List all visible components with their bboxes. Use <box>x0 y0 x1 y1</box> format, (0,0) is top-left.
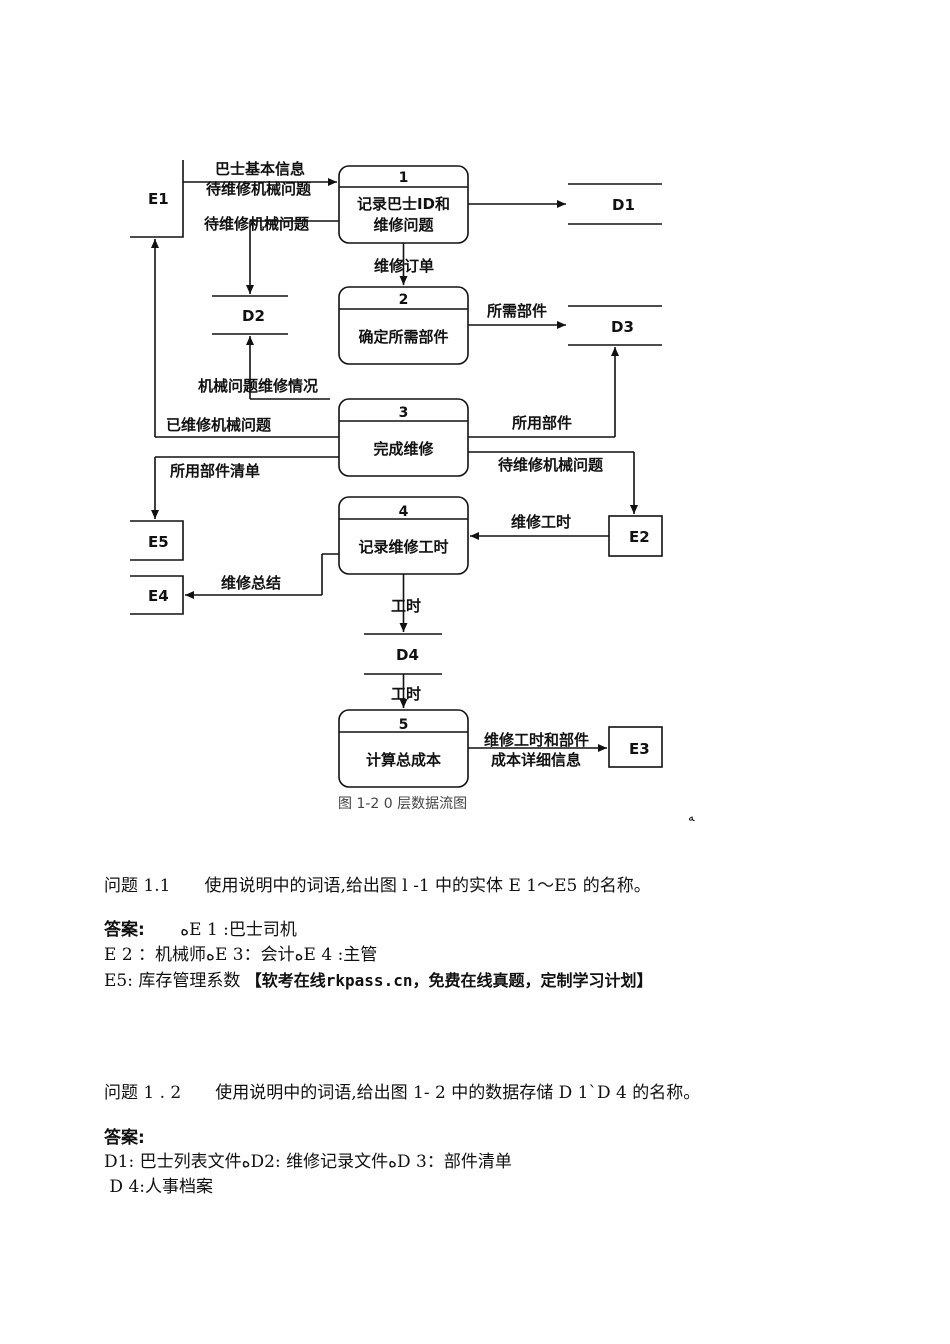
store-d1: D1 <box>568 183 662 225</box>
promo-banner: 【软考在线rkpass.cn，免费在线真题，定制学习计划】 <box>245 971 653 990</box>
entity-e4-label: E4 <box>148 587 169 605</box>
process-1-number: 1 <box>399 170 409 186</box>
flow-d4-to-p5: 工时 <box>391 674 421 708</box>
flow-label-needed-parts: 所需部件 <box>487 302 547 320</box>
store-d4: D4 <box>364 633 442 675</box>
flow-label-hours-and-parts: 维修工时和部件 <box>484 731 589 749</box>
process-4-label: 记录维修工时 <box>358 538 448 556</box>
flow-p3-to-e1: 已维修机械问题 <box>151 239 339 438</box>
flow-p1-to-p2: 维修订单 <box>374 243 434 285</box>
flow-label-bus-info: 巴士基本信息 <box>215 160 305 178</box>
process-2: 2 确定所需部件 <box>338 286 469 365</box>
store-d2-label: D2 <box>242 307 265 325</box>
answer-1-1-first-line: 答案: ﻩE 1 :巴士司机 <box>104 918 297 943</box>
answer-1-1-e1: ﻩE 1 :巴士司机 <box>180 920 297 940</box>
flow-p5-to-e3: 维修工时和部件 成本详细信息 <box>468 731 607 769</box>
flow-label-pending-issue-e2: 待维修机械问题 <box>498 456 604 474</box>
entity-e5: E5 <box>130 520 184 561</box>
question-1-1: 问题 1.1 使用说明中的词语,给出图 l -1 中的实体 E 1～E5 的名称… <box>104 876 651 896</box>
flow-label-hours-to-p5: 工时 <box>391 685 421 703</box>
flow-label-pending-issue: 待维修机械问题 <box>206 180 312 198</box>
process-3-label: 完成维修 <box>373 440 434 458</box>
flow-label-repair-status: 机械问题维修情况 <box>198 377 318 395</box>
entity-e3: E3 <box>608 726 663 768</box>
flow-p3-to-d2: 机械问题维修情况 <box>198 336 330 400</box>
process-3: 3 完成维修 <box>338 398 469 477</box>
answer-label: 答案: <box>104 920 145 940</box>
process-2-number: 2 <box>399 292 409 308</box>
store-d3-label: D3 <box>611 318 634 336</box>
flow-e1-to-p1: 巴士基本信息 待维修机械问题 <box>183 160 337 198</box>
flow-label-used-parts-list: 所用部件清单 <box>170 462 260 480</box>
answer-label: 答案: <box>104 1128 145 1148</box>
process-1-label-line2: 维修问题 <box>373 216 434 234</box>
flow-label-repaired-issue: 已维修机械问题 <box>166 416 272 434</box>
flow-p3-to-e5: 所用部件清单 <box>151 456 339 519</box>
process-5: 5 计算总成本 <box>338 709 469 788</box>
flow-label-cost-details: 成本详细信息 <box>491 751 581 769</box>
process-1: 1 记录巴士ID和 维修问题 <box>338 165 469 244</box>
answer-1-2-line1: D1: 巴士列表文件ﻩD2: 维修记录文件ﻩD 3：部件清单 <box>104 1152 512 1172</box>
answer-1-2-label-line: 答案: <box>104 1126 145 1151</box>
process-2-label: 确定所需部件 <box>358 328 448 346</box>
data-flow-diagram: E1 1 记录巴士ID和 维修问题 D1 D2 2 确定所需部件 D3 3 完成 <box>130 160 695 824</box>
process-5-number: 5 <box>399 717 409 733</box>
answer-1-2-line2: D 4:人事档案 <box>104 1177 213 1197</box>
flow-e2-to-p4: 维修工时 <box>470 513 609 540</box>
flow-label-hours-to-d4: 工时 <box>391 597 421 615</box>
flow-p4-to-d4: 工时 <box>391 574 421 632</box>
flow-label-repair-summary: 维修总结 <box>221 574 281 592</box>
process-5-label: 计算总成本 <box>366 751 441 769</box>
entity-e5-label: E5 <box>148 533 169 551</box>
process-4-number: 4 <box>399 504 409 520</box>
answer-1-1-line3: E5: 库存管理系数 【软考在线rkpass.cn，免费在线真题，定制学习计划】 <box>104 968 652 994</box>
answer-1-1-line2: E 2 ：机械师ﻩE 3：会计ﻩE 4 :主管 <box>104 945 378 965</box>
store-d2: D2 <box>212 295 288 335</box>
flow-p1-to-d2: 待维修机械问题 <box>204 215 339 294</box>
flow-p4-to-e4: 维修总结 <box>185 553 339 599</box>
flow-label-repair-hours: 维修工时 <box>511 513 571 531</box>
store-d1-label: D1 <box>612 196 635 214</box>
flow-label-used-parts: 所用部件 <box>512 414 572 432</box>
answer-1-1-e5: E5: 库存管理系数 <box>104 971 246 991</box>
stray-mark: ﻪ <box>688 810 695 824</box>
diagram-caption: 图 1-2 0 层数据流图 <box>338 796 467 812</box>
flow-p3-to-e2: 待维修机械问题 <box>468 451 638 514</box>
process-3-number: 3 <box>399 405 409 421</box>
question-1-2: 问题 1 . 2 使用说明中的词语,给出图 1- 2 中的数据存储 D 1`D … <box>104 1083 701 1103</box>
flow-label-pending-issue-d2: 待维修机械问题 <box>204 215 310 233</box>
entity-e3-label: E3 <box>629 740 650 758</box>
store-d3: D3 <box>568 305 662 346</box>
entity-e2: E2 <box>608 515 663 557</box>
flow-p3-to-d3: 所用部件 <box>468 347 619 438</box>
entity-e1: E1 <box>130 160 184 238</box>
flow-label-repair-order: 维修订单 <box>374 257 434 275</box>
process-1-label-line1: 记录巴士ID和 <box>357 195 450 213</box>
entity-e1-label: E1 <box>148 190 169 208</box>
process-4: 4 记录维修工时 <box>338 496 469 575</box>
store-d4-label: D4 <box>396 646 419 664</box>
entity-e4: E4 <box>130 575 184 615</box>
flow-p2-to-d3: 所需部件 <box>468 302 566 329</box>
entity-e2-label: E2 <box>629 528 650 546</box>
